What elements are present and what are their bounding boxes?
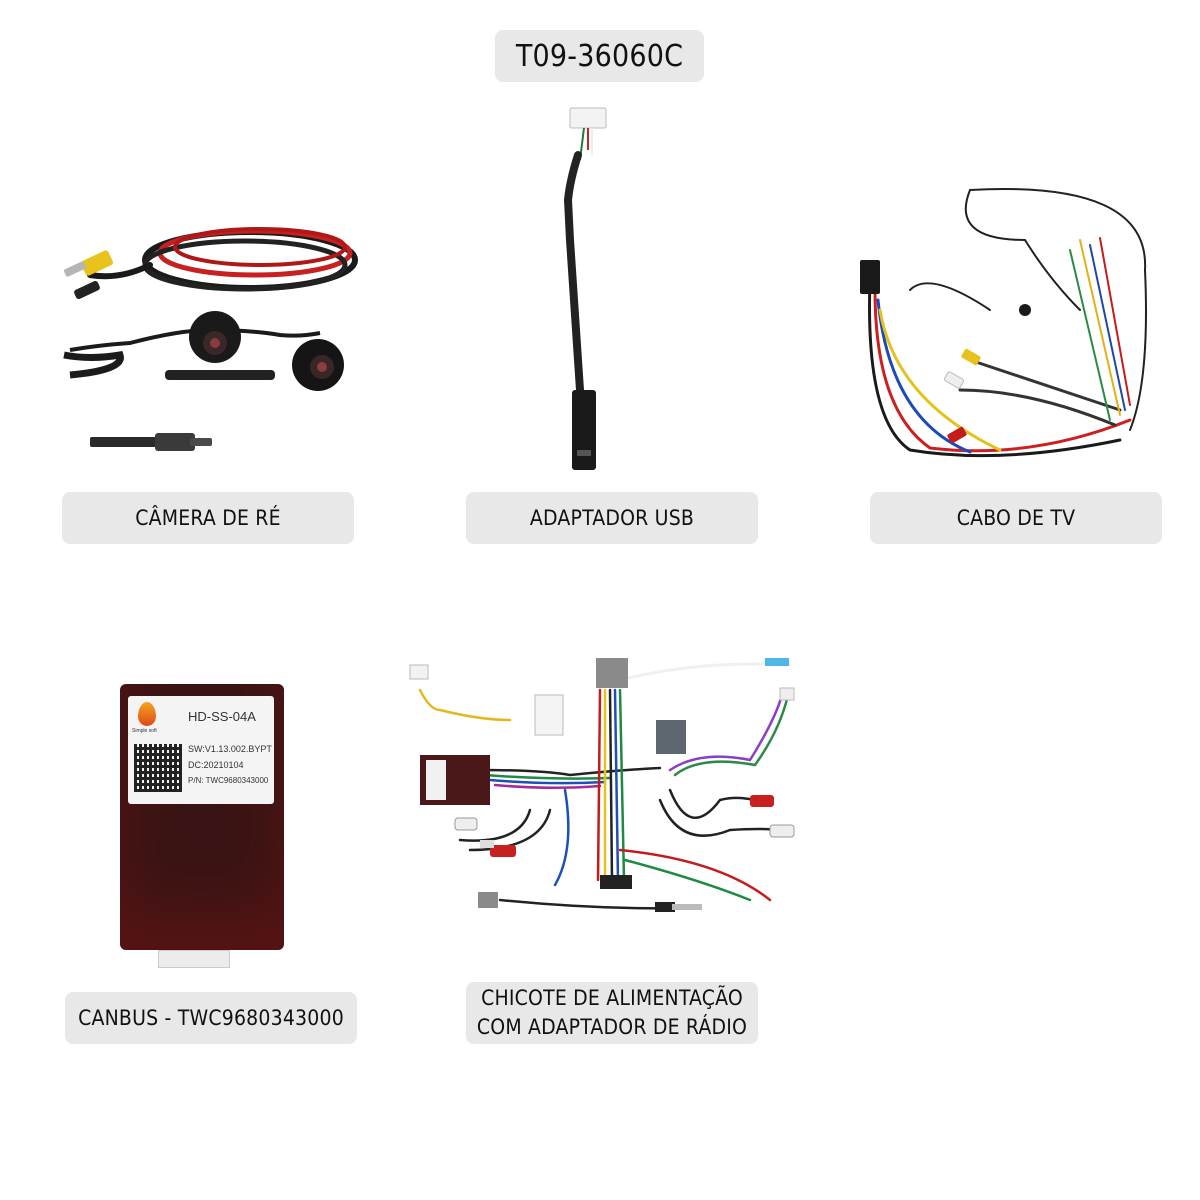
canbus-module-body: Simple soft HD-SS-04A SW:V1.13.002.BYPT … [120,684,284,950]
label-chicote-line-1: CHICOTE DE ALIMENTAÇÃO [481,986,743,1010]
label-cabo-de-tv: CABO DE TV [870,492,1162,544]
canbus-date-code: DC:20210104 [188,760,244,770]
label-canbus: CANBUS - TWC9680343000 [65,992,357,1044]
canbus-sw-version: SW:V1.13.002.BYPT [188,744,272,754]
label-adaptador-usb: ADAPTADOR USB [466,492,758,544]
canbus-model: HD-SS-04A [188,709,256,724]
canbus-connector [158,950,230,968]
product-code-title: T09-36060C [495,30,704,82]
tv-cable-image [860,188,1147,458]
simplesoft-flame-logo-icon [138,702,156,726]
label-chicote-line-2: COM ADAPTADOR DE RÁDIO [476,1015,748,1039]
canbus-module-image: Simple soft HD-SS-04A SW:V1.13.002.BYPT … [110,680,300,970]
label-camera-de-re: CÂMERA DE RÉ [62,492,354,544]
canbus-part-number: P/N: TWC9680343000 [188,776,269,785]
canbus-brand: Simple soft [132,728,157,734]
canbus-module-sticker: Simple soft HD-SS-04A SW:V1.13.002.BYPT … [128,696,274,804]
rear-camera-kit-image [63,227,358,451]
usb-adapter-image [563,107,607,470]
power-harness-image [409,658,795,912]
canbus-qr-code [134,744,182,792]
label-chicote-de-alimentacao: CHICOTE DE ALIMENTAÇÃO COM ADAPTADOR DE … [466,982,758,1044]
